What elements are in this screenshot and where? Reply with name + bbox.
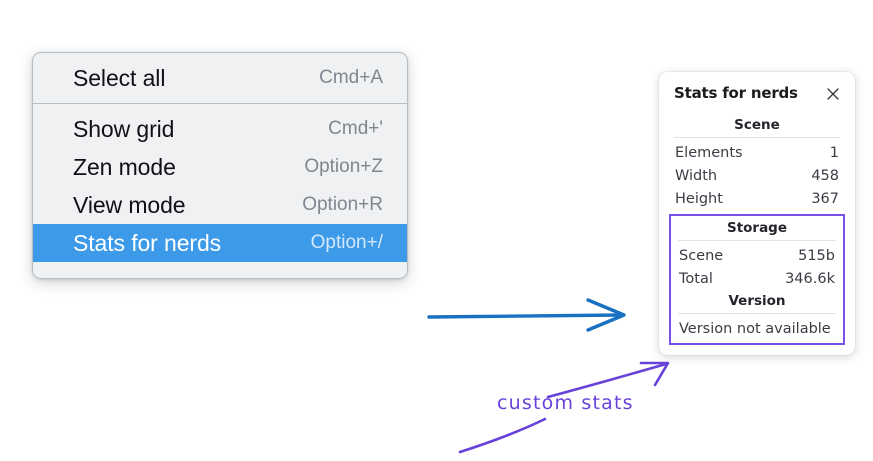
context-menu[interactable]: Select all Cmd+A Show grid Cmd+' Zen mod… (32, 52, 408, 279)
section-title-storage: Storage (726, 220, 788, 236)
section-divider (674, 137, 840, 138)
menu-group-1: Select all Cmd+A (33, 53, 407, 103)
stat-value: 1 (829, 144, 839, 161)
custom-stats-annotation-label: custom stats (497, 392, 634, 414)
menu-item-shortcut: Option+Z (304, 156, 383, 177)
panel-header: Stats for nerds (669, 84, 845, 102)
menu-item-label: Zen mode (73, 153, 176, 180)
stat-row-storage-scene: Scene 515b (675, 244, 839, 267)
stat-key: Height (675, 190, 723, 207)
menu-item-view-mode[interactable]: View mode Option+R (33, 186, 407, 224)
section-storage: Storage Scene 515b Total 346.6k (673, 217, 841, 290)
stats-for-nerds-panel[interactable]: Stats for nerds Scene Elements 1 Width 4… (659, 72, 855, 355)
stat-value: 515b (798, 247, 835, 264)
menu-item-show-grid[interactable]: Show grid Cmd+' (33, 110, 407, 148)
section-scene: Scene Elements 1 Width 458 Height 367 (669, 114, 845, 210)
stat-value: 458 (811, 167, 839, 184)
menu-footer-spacer (33, 262, 407, 278)
menu-item-shortcut: Option+/ (310, 232, 383, 253)
stat-key: Scene (679, 247, 724, 264)
menu-item-select-all[interactable]: Select all Cmd+A (33, 59, 407, 97)
stat-key: Elements (675, 144, 743, 161)
stat-row-width: Width 458 (671, 164, 843, 187)
version-value: Version not available (679, 321, 831, 337)
menu-item-shortcut: Option+R (302, 194, 383, 215)
stat-value: 367 (811, 190, 839, 207)
menu-item-label: Stats for nerds (73, 229, 222, 256)
section-title-scene: Scene (734, 117, 780, 133)
stat-key: Width (675, 167, 718, 184)
blue-arrow (427, 298, 626, 332)
menu-item-shortcut: Cmd+' (328, 118, 383, 139)
stat-key: Total (679, 270, 713, 287)
menu-group-2: Show grid Cmd+' Zen mode Option+Z View m… (33, 103, 407, 278)
purple-underline-stroke (458, 417, 547, 454)
section-divider (678, 313, 836, 314)
section-divider (678, 240, 836, 241)
menu-item-label: Select all (73, 64, 166, 91)
stat-row-storage-total: Total 346.6k (675, 267, 839, 290)
stat-row-height: Height 367 (671, 187, 843, 210)
section-title-version: Version (728, 293, 786, 309)
custom-stats-highlight-box: Storage Scene 515b Total 346.6k Version … (669, 214, 845, 345)
menu-item-label: Show grid (73, 115, 175, 142)
panel-title: Stats for nerds (674, 84, 798, 102)
stat-row-elements: Elements 1 (671, 141, 843, 164)
close-icon[interactable] (825, 86, 841, 102)
section-version: Version Version not available (673, 290, 841, 339)
menu-item-shortcut: Cmd+A (319, 67, 383, 88)
menu-item-zen-mode[interactable]: Zen mode Option+Z (33, 148, 407, 186)
stat-value: 346.6k (785, 270, 835, 287)
menu-item-stats-for-nerds[interactable]: Stats for nerds Option+/ (33, 224, 407, 262)
menu-item-label: View mode (73, 191, 186, 218)
